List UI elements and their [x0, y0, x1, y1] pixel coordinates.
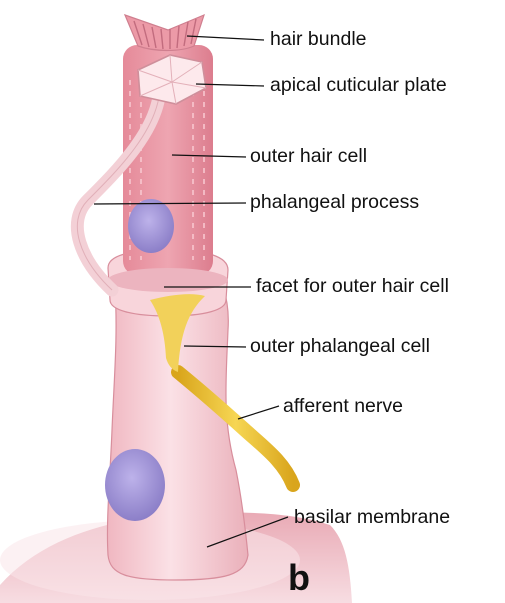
label-facet-for-outer-hair-cell: facet for outer hair cell	[256, 277, 449, 297]
hair-cell-base	[108, 268, 228, 292]
label-afferent-nerve: afferent nerve	[283, 397, 403, 417]
leader-line-afferent-nerve	[238, 406, 279, 419]
label-outer-hair-cell: outer hair cell	[250, 147, 367, 167]
hair-cell-nucleus	[128, 199, 174, 253]
panel-letter: b	[288, 560, 310, 596]
label-basilar-membrane: basilar membrane	[294, 508, 450, 528]
leader-line-hair-bundle	[187, 36, 264, 40]
label-phalangeal-process: phalangeal process	[250, 193, 419, 213]
label-apical-cuticular-plate: apical cuticular plate	[270, 76, 447, 96]
label-outer-phalangeal-cell: outer phalangeal cell	[250, 337, 430, 357]
label-hair-bundle: hair bundle	[270, 30, 367, 50]
phalangeal-cell-nucleus	[105, 449, 165, 521]
leader-line-phalangeal-process	[94, 203, 246, 204]
